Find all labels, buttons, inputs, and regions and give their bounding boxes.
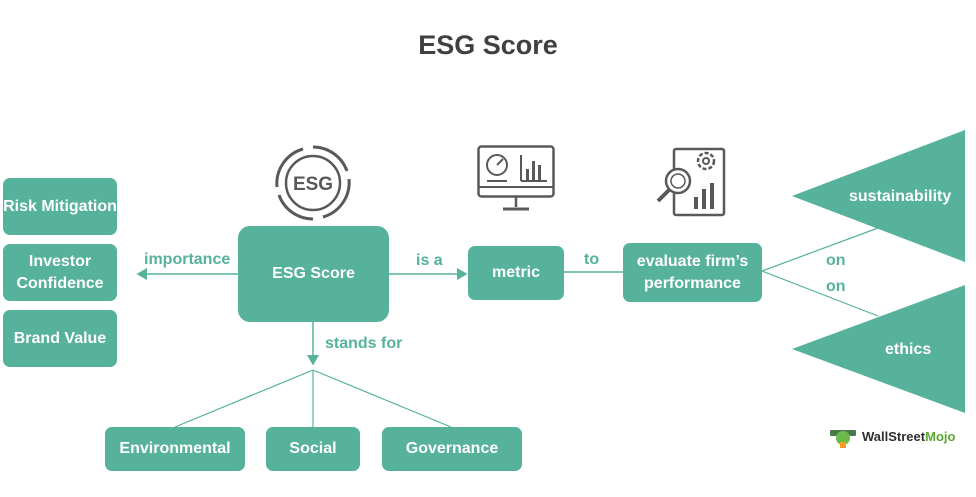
brand-part-mojo: Mojo bbox=[925, 428, 956, 444]
governance-label: Governance bbox=[405, 440, 499, 457]
sustainability-label: sustainability bbox=[849, 188, 952, 205]
ethics-label: ethics bbox=[885, 341, 932, 358]
brand-value-label: Brand Value bbox=[13, 329, 107, 347]
risk-mitigation-label: Risk Mitigation bbox=[3, 197, 117, 215]
environmental-label: Environmental bbox=[119, 440, 231, 457]
on-line-lower bbox=[761, 270, 879, 317]
on-line-upper bbox=[761, 227, 879, 272]
evaluate-performance-box: evaluate firm’s performance bbox=[623, 243, 762, 302]
is-a-label: is a bbox=[416, 252, 443, 269]
on-label-lower: on bbox=[826, 278, 846, 295]
environmental-box: Environmental bbox=[105, 427, 245, 471]
esg-emblem-text: ESG bbox=[293, 174, 333, 195]
branch-environmental bbox=[174, 369, 314, 428]
brand-mascot-icon bbox=[830, 430, 856, 448]
branch-governance bbox=[312, 369, 452, 428]
evaluate-performance-label: evaluate firm’s performance bbox=[636, 252, 749, 292]
sustainability-triangle bbox=[792, 130, 965, 262]
to-label: to bbox=[584, 251, 600, 268]
ethics-triangle bbox=[792, 285, 965, 413]
importance-label: importance bbox=[144, 251, 231, 268]
metric-label: metric bbox=[491, 264, 541, 281]
esg-emblem-icon: ESG bbox=[275, 145, 351, 221]
metric-box: metric bbox=[468, 246, 564, 300]
page-title: ESG Score bbox=[418, 30, 558, 60]
risk-mitigation-box: Risk Mitigation bbox=[3, 178, 117, 235]
brand-value-box: Brand Value bbox=[3, 310, 117, 367]
investor-confidence-label: Investor Confidence bbox=[16, 252, 104, 292]
on-label-upper: on bbox=[826, 252, 846, 269]
social-label: Social bbox=[289, 440, 337, 457]
investor-confidence-box: Investor Confidence bbox=[3, 244, 117, 301]
stands-for-label: stands for bbox=[325, 335, 403, 352]
governance-box: Governance bbox=[382, 427, 522, 471]
esg-score-box: ESG Score bbox=[238, 226, 389, 322]
brand-part-wall: Wall bbox=[862, 428, 889, 444]
social-box: Social bbox=[266, 427, 360, 471]
brand-part-street: Street bbox=[888, 428, 926, 444]
analytics-monitor-icon bbox=[477, 145, 555, 211]
esg-score-label: ESG Score bbox=[272, 265, 355, 282]
report-magnifier-gear-icon bbox=[656, 147, 726, 217]
